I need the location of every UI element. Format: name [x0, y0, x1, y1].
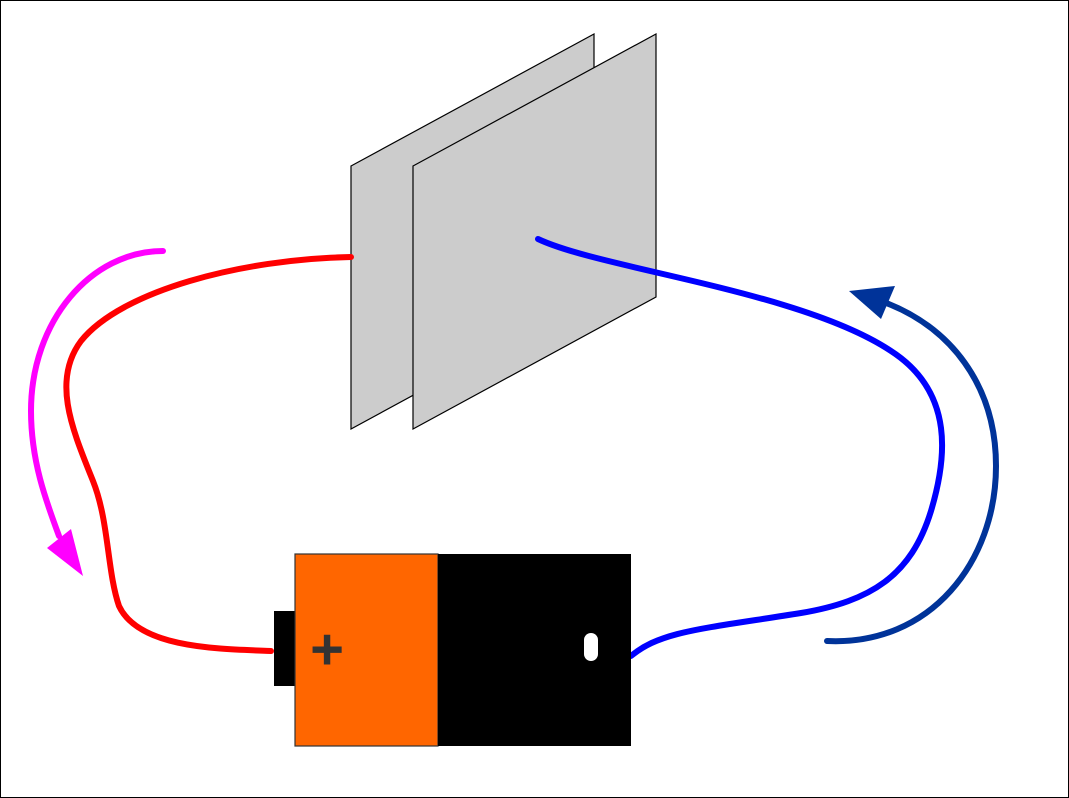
positive-wire — [63, 254, 354, 654]
capacitor-plate-front — [412, 32, 657, 431]
battery-icon: + — [274, 553, 631, 747]
battery-positive-body — [294, 553, 439, 747]
positive-terminal-label: + — [310, 617, 344, 682]
capacitor — [350, 32, 657, 431]
negative-wire — [535, 236, 946, 659]
battery-negative-body — [438, 554, 631, 746]
negative-terminal-marker — [584, 633, 598, 661]
curved-arrow-up-icon — [824, 286, 1000, 645]
battery-positive-nub — [274, 611, 297, 686]
curved-arrow-down-icon — [27, 248, 166, 576]
